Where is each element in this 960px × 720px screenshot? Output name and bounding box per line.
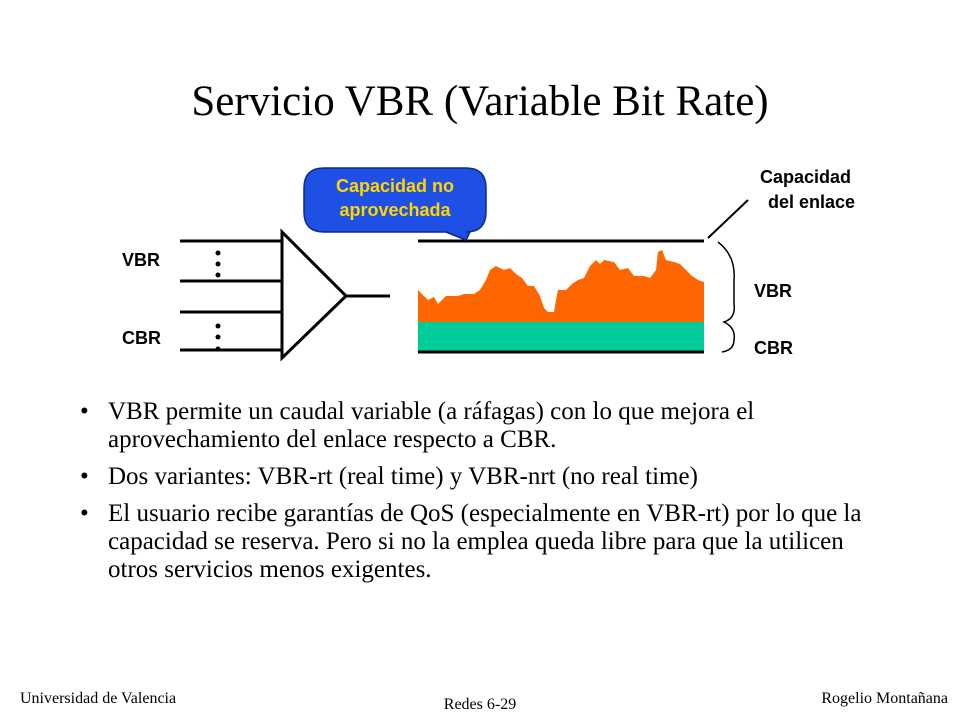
cbr-band xyxy=(418,322,704,352)
capacity-label-line-2: del enlace xyxy=(768,192,855,212)
multiplexer-icon xyxy=(280,228,349,362)
callout-line-2: aprovechada xyxy=(339,200,451,220)
callout-line-1: Capacidad no xyxy=(336,176,454,196)
footer-author: Rogelio Montañana xyxy=(821,690,948,707)
capacity-label-line-1: Capacidad xyxy=(760,167,851,187)
label-vbr-output: VBR xyxy=(754,281,792,301)
callout-bubble xyxy=(303,167,487,241)
footer-page: Redes 6-29 xyxy=(443,696,517,713)
slide-title: Servicio VBR (Variable Bit Rate) xyxy=(191,78,769,125)
right-brace xyxy=(717,241,736,353)
label-cbr-output: CBR xyxy=(754,338,793,358)
label-vbr-input: VBR xyxy=(122,250,160,270)
vbr-traffic-area xyxy=(418,250,704,322)
capacity-pointer xyxy=(707,199,749,239)
vbr-ellipsis-icon xyxy=(215,250,221,278)
label-cbr-input: CBR xyxy=(122,328,161,348)
cbr-ellipsis-icon xyxy=(215,323,221,352)
footer-university: Universidad de Valencia xyxy=(20,690,177,707)
bullet-item: Dos variantes: VBR-rt (real time) y VBR-… xyxy=(78,463,878,491)
bullet-item: VBR permite un caudal variable (a ráfaga… xyxy=(78,398,878,454)
bullet-item: El usuario recibe garantías de QoS (espe… xyxy=(78,500,878,584)
bullet-list: VBR permite un caudal variable (a ráfaga… xyxy=(78,398,878,593)
vbr-diagram: VBR CBR Capacidad no aprovechada Capacid… xyxy=(122,167,855,362)
